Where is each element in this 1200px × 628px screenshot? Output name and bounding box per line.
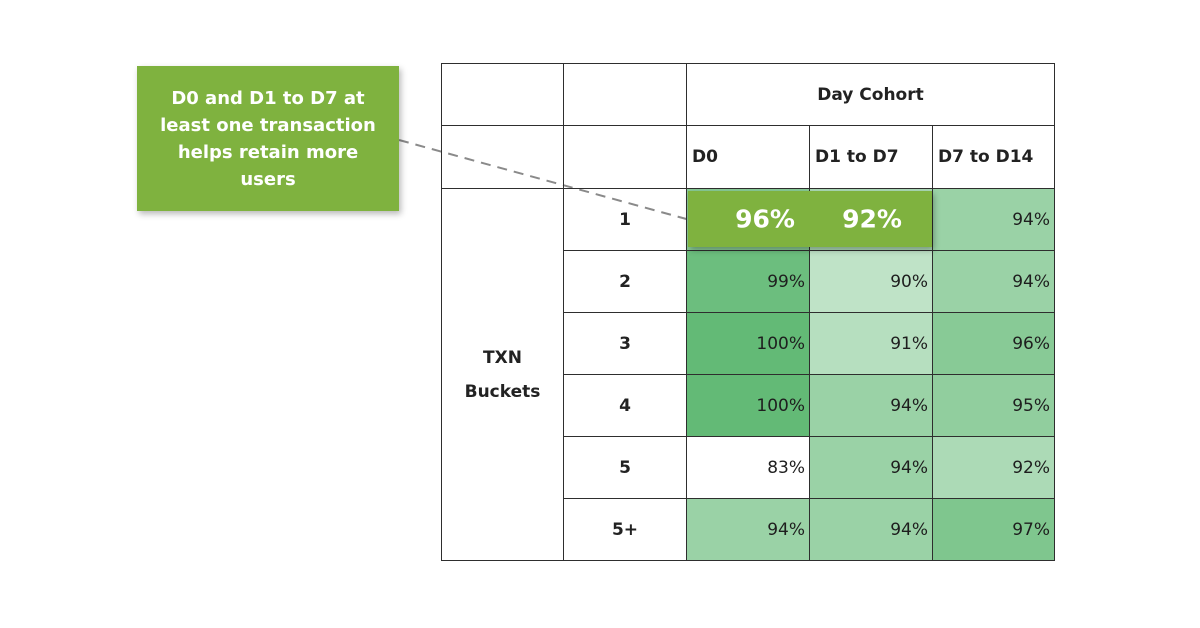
heatmap-cell: 100% (687, 313, 810, 375)
row-label: 4 (564, 375, 687, 437)
callout-line: D0 and D1 to D7 at (171, 87, 365, 109)
row-group-label-line: TXN (483, 347, 522, 368)
row-label: 5+ (564, 499, 687, 561)
heatmap-cell: 94% (810, 499, 933, 561)
super-header-day-cohort: Day Cohort (687, 63, 1055, 126)
insight-callout: D0 and D1 to D7 at least one transaction… (137, 66, 399, 211)
highlighted-values-box: 96% 92% (688, 191, 932, 247)
corner-empty-cell (564, 126, 687, 189)
row-group-label-txn-buckets: TXN Buckets (441, 189, 564, 561)
heatmap-cell: 91% (810, 313, 933, 375)
callout-line: helps retain more (177, 141, 359, 163)
column-header: D7 to D14 (933, 126, 1055, 189)
corner-empty-cell (441, 126, 564, 189)
heatmap-cell: 94% (933, 189, 1055, 251)
heatmap-cell: 94% (810, 375, 933, 437)
heatmap-cell: 92% (933, 437, 1055, 499)
row-label: 5 (564, 437, 687, 499)
heatmap-cell: 97% (933, 499, 1055, 561)
highlight-value-d0: 96% (735, 204, 795, 234)
column-header: D0 (687, 126, 810, 189)
heatmap-cell: 90% (810, 251, 933, 313)
callout-line: least one transaction (160, 114, 376, 136)
heatmap-cell: 96% (933, 313, 1055, 375)
heatmap-cell: 95% (933, 375, 1055, 437)
heatmap-cell: 94% (687, 499, 810, 561)
row-label: 3 (564, 313, 687, 375)
callout-line: users (240, 168, 296, 190)
heatmap-cell: 100% (687, 375, 810, 437)
row-group-label-line: Buckets (464, 381, 541, 402)
highlight-value-d1-d7: 92% (842, 204, 902, 234)
row-label: 2 (564, 251, 687, 313)
callout-text: D0 and D1 to D7 at least one transaction… (160, 85, 376, 193)
column-header: D1 to D7 (810, 126, 933, 189)
heatmap-cell: 99% (687, 251, 810, 313)
corner-empty-cell (441, 63, 564, 126)
corner-empty-cell (564, 63, 687, 126)
heatmap-cell: 83% (687, 437, 810, 499)
heatmap-cell: 94% (933, 251, 1055, 313)
row-label: 1 (564, 189, 687, 251)
heatmap-cell: 94% (810, 437, 933, 499)
